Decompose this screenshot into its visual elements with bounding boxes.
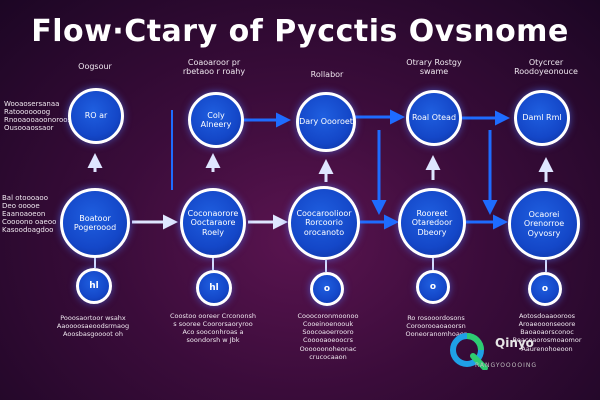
col4-heading: Otrary Rostgy swame [406,58,462,77]
col2-footnote: Coostoo ooreer Crcononsh s sooree Cooror… [169,312,256,345]
col5-mid-node: Ocaorei Orenorroe Oyvosry [508,188,580,260]
logo-q-icon [450,333,488,370]
col5-heading: Otycrcer Roodoyeonouce [514,58,578,77]
col4-bottom-node: o [416,270,450,304]
col5-bottom-node: o [528,272,562,306]
col1-heading: Oogsour [78,62,112,71]
col2-heading: Coaoaroor pr rbetaoo r roahy [182,58,246,77]
col5-footnote: Aotosdoaaooroos Aroaeooonseoore Baoaoaor… [512,312,582,353]
col1-top-node: RO ar [68,88,124,144]
col2-top-node: Coly Alneery [188,92,244,148]
side-label-mid: Bal otoooaoo Deo ooooe Eaanoaoeon Coooon… [2,194,57,235]
col1-footnote: Pooosaortoor wsahx Aaoooosaeoodsrmaog Ao… [56,314,130,339]
col2-bottom-node: hl [196,270,232,306]
col3-footnote: Cooocoronmoonoo Cooeinoenoouk Soocoaoerr… [297,312,359,361]
col4-footnote: Ro rosooordosons Coroorooaoaoorsn Ooneor… [405,314,467,339]
col4-top-node: Roal Otead [406,90,462,146]
col4-mid-node: Rooreet Otaredoor Dbeory [398,188,466,258]
col1-bottom-node: hl [76,268,112,304]
col3-heading: Rollabor [310,70,344,79]
page-title: Flow·Ctary of Pycctis Ovsnome [31,14,569,49]
col5-top-node: Daml Rml [514,90,570,146]
col3-bottom-node: o [310,272,344,306]
col3-top-node: Dary Oooroet [296,92,356,152]
logo-subtitle: RANGYOOOOING [475,362,538,369]
side-label-top: Wooaosersanaa Ratooooooog Rnooaooaoonoro… [4,100,72,133]
col2-mid-node: Coconaorore Ooctaraore Roely [180,188,246,258]
col3-mid-node: Coocaroolioor Rorcoorio orocanoto [288,186,360,260]
col1-mid-node: Boatoor Pogeroood [60,188,130,258]
watermark-logo: Qinyo RANGYOOOOING [447,330,567,370]
logo-name: Qinyo [495,336,534,350]
